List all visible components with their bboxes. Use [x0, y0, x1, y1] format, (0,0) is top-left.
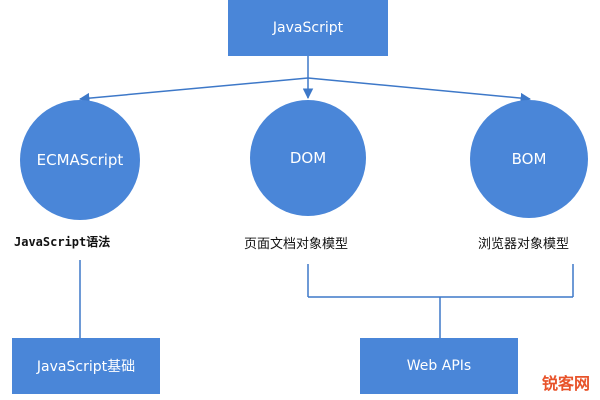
caption-dom: 页面文档对象模型 — [244, 237, 349, 252]
node-javascript: JavaScript — [228, 0, 388, 56]
node-dom: DOM — [250, 100, 366, 216]
node-ecmascript: ECMAScript — [20, 100, 140, 220]
watermark-logo: 锐客网 — [541, 374, 590, 393]
arrow-to-bom — [307, 77, 532, 104]
arrow-to-ecmascript — [78, 77, 309, 104]
node-bom: BOM — [470, 100, 588, 218]
caption-ecmascript: JavaScript语法 — [14, 235, 111, 249]
node-javascript-basics: JavaScript基础 — [12, 338, 160, 394]
caption-bom: 浏览器对象模型 — [478, 237, 570, 252]
node-web-apis: Web APIs — [360, 338, 518, 394]
